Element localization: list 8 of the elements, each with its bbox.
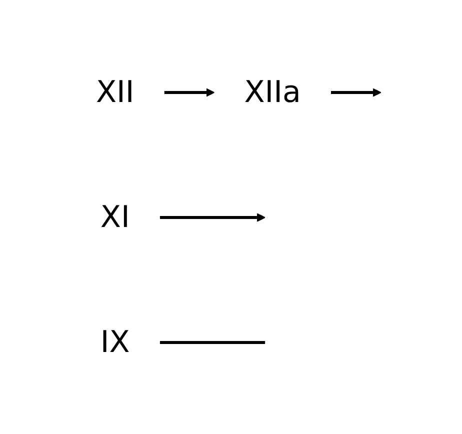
node-text: IX [100,324,130,360]
arrow [160,212,266,222]
node-text: XI [100,200,130,234]
arrow [330,88,382,96]
connector [160,340,266,344]
node-text: XIIa [244,74,301,110]
arrow [164,88,215,96]
node-text: XII [96,74,134,110]
